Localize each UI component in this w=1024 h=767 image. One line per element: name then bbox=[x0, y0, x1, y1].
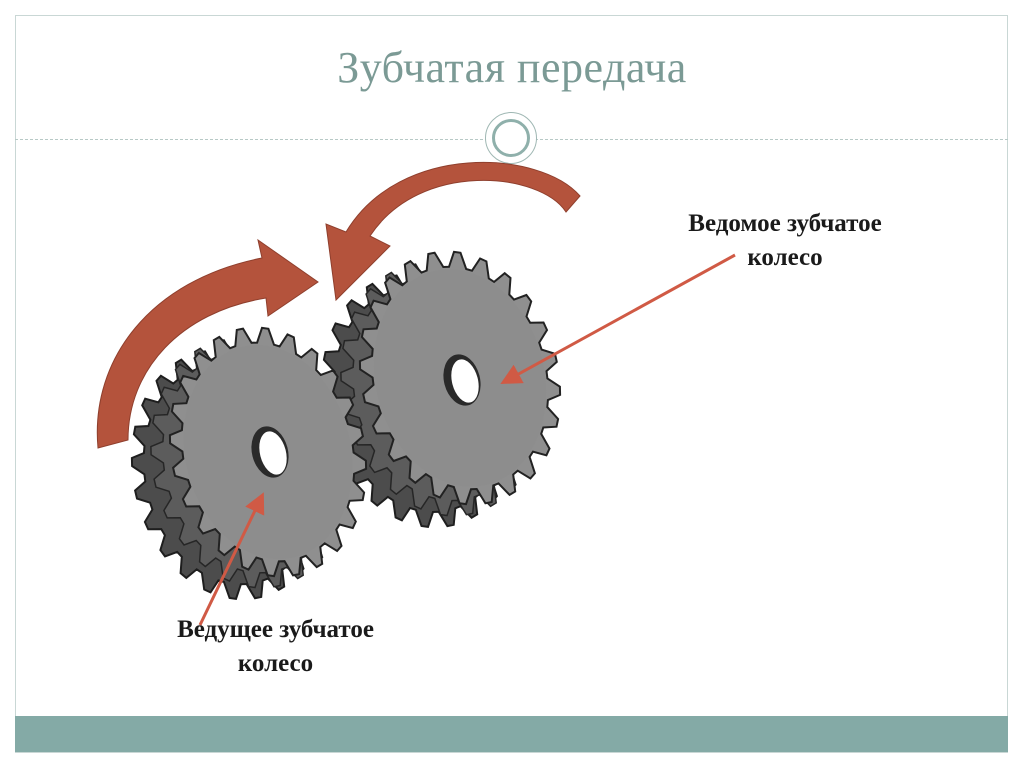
slide-title: Зубчатая передача bbox=[337, 43, 687, 92]
driving-gear-label-line2: колесо bbox=[237, 650, 314, 677]
curved-arrow-icon bbox=[96, 238, 319, 449]
driving-gear-label-line1: Ведущее зубчатое bbox=[177, 616, 374, 643]
driven-gear-label: Ведомое зубчатое колесо bbox=[640, 207, 930, 275]
driven-gear bbox=[320, 250, 562, 529]
driving-gear bbox=[130, 326, 368, 601]
driving-gear-label: Ведущее зубчатое колесо bbox=[128, 613, 423, 681]
driven-gear-label-line1: Ведомое зубчатое bbox=[688, 210, 882, 237]
straight-arrow-icon bbox=[198, 492, 265, 626]
driven-gear-label-line2: колесо bbox=[747, 244, 823, 271]
footer-bar bbox=[15, 716, 1008, 752]
curved-arrow-icon bbox=[325, 161, 581, 302]
straight-arrow-icon bbox=[500, 253, 736, 385]
double-circle-icon bbox=[485, 112, 537, 164]
slide-frame bbox=[15, 15, 1008, 753]
